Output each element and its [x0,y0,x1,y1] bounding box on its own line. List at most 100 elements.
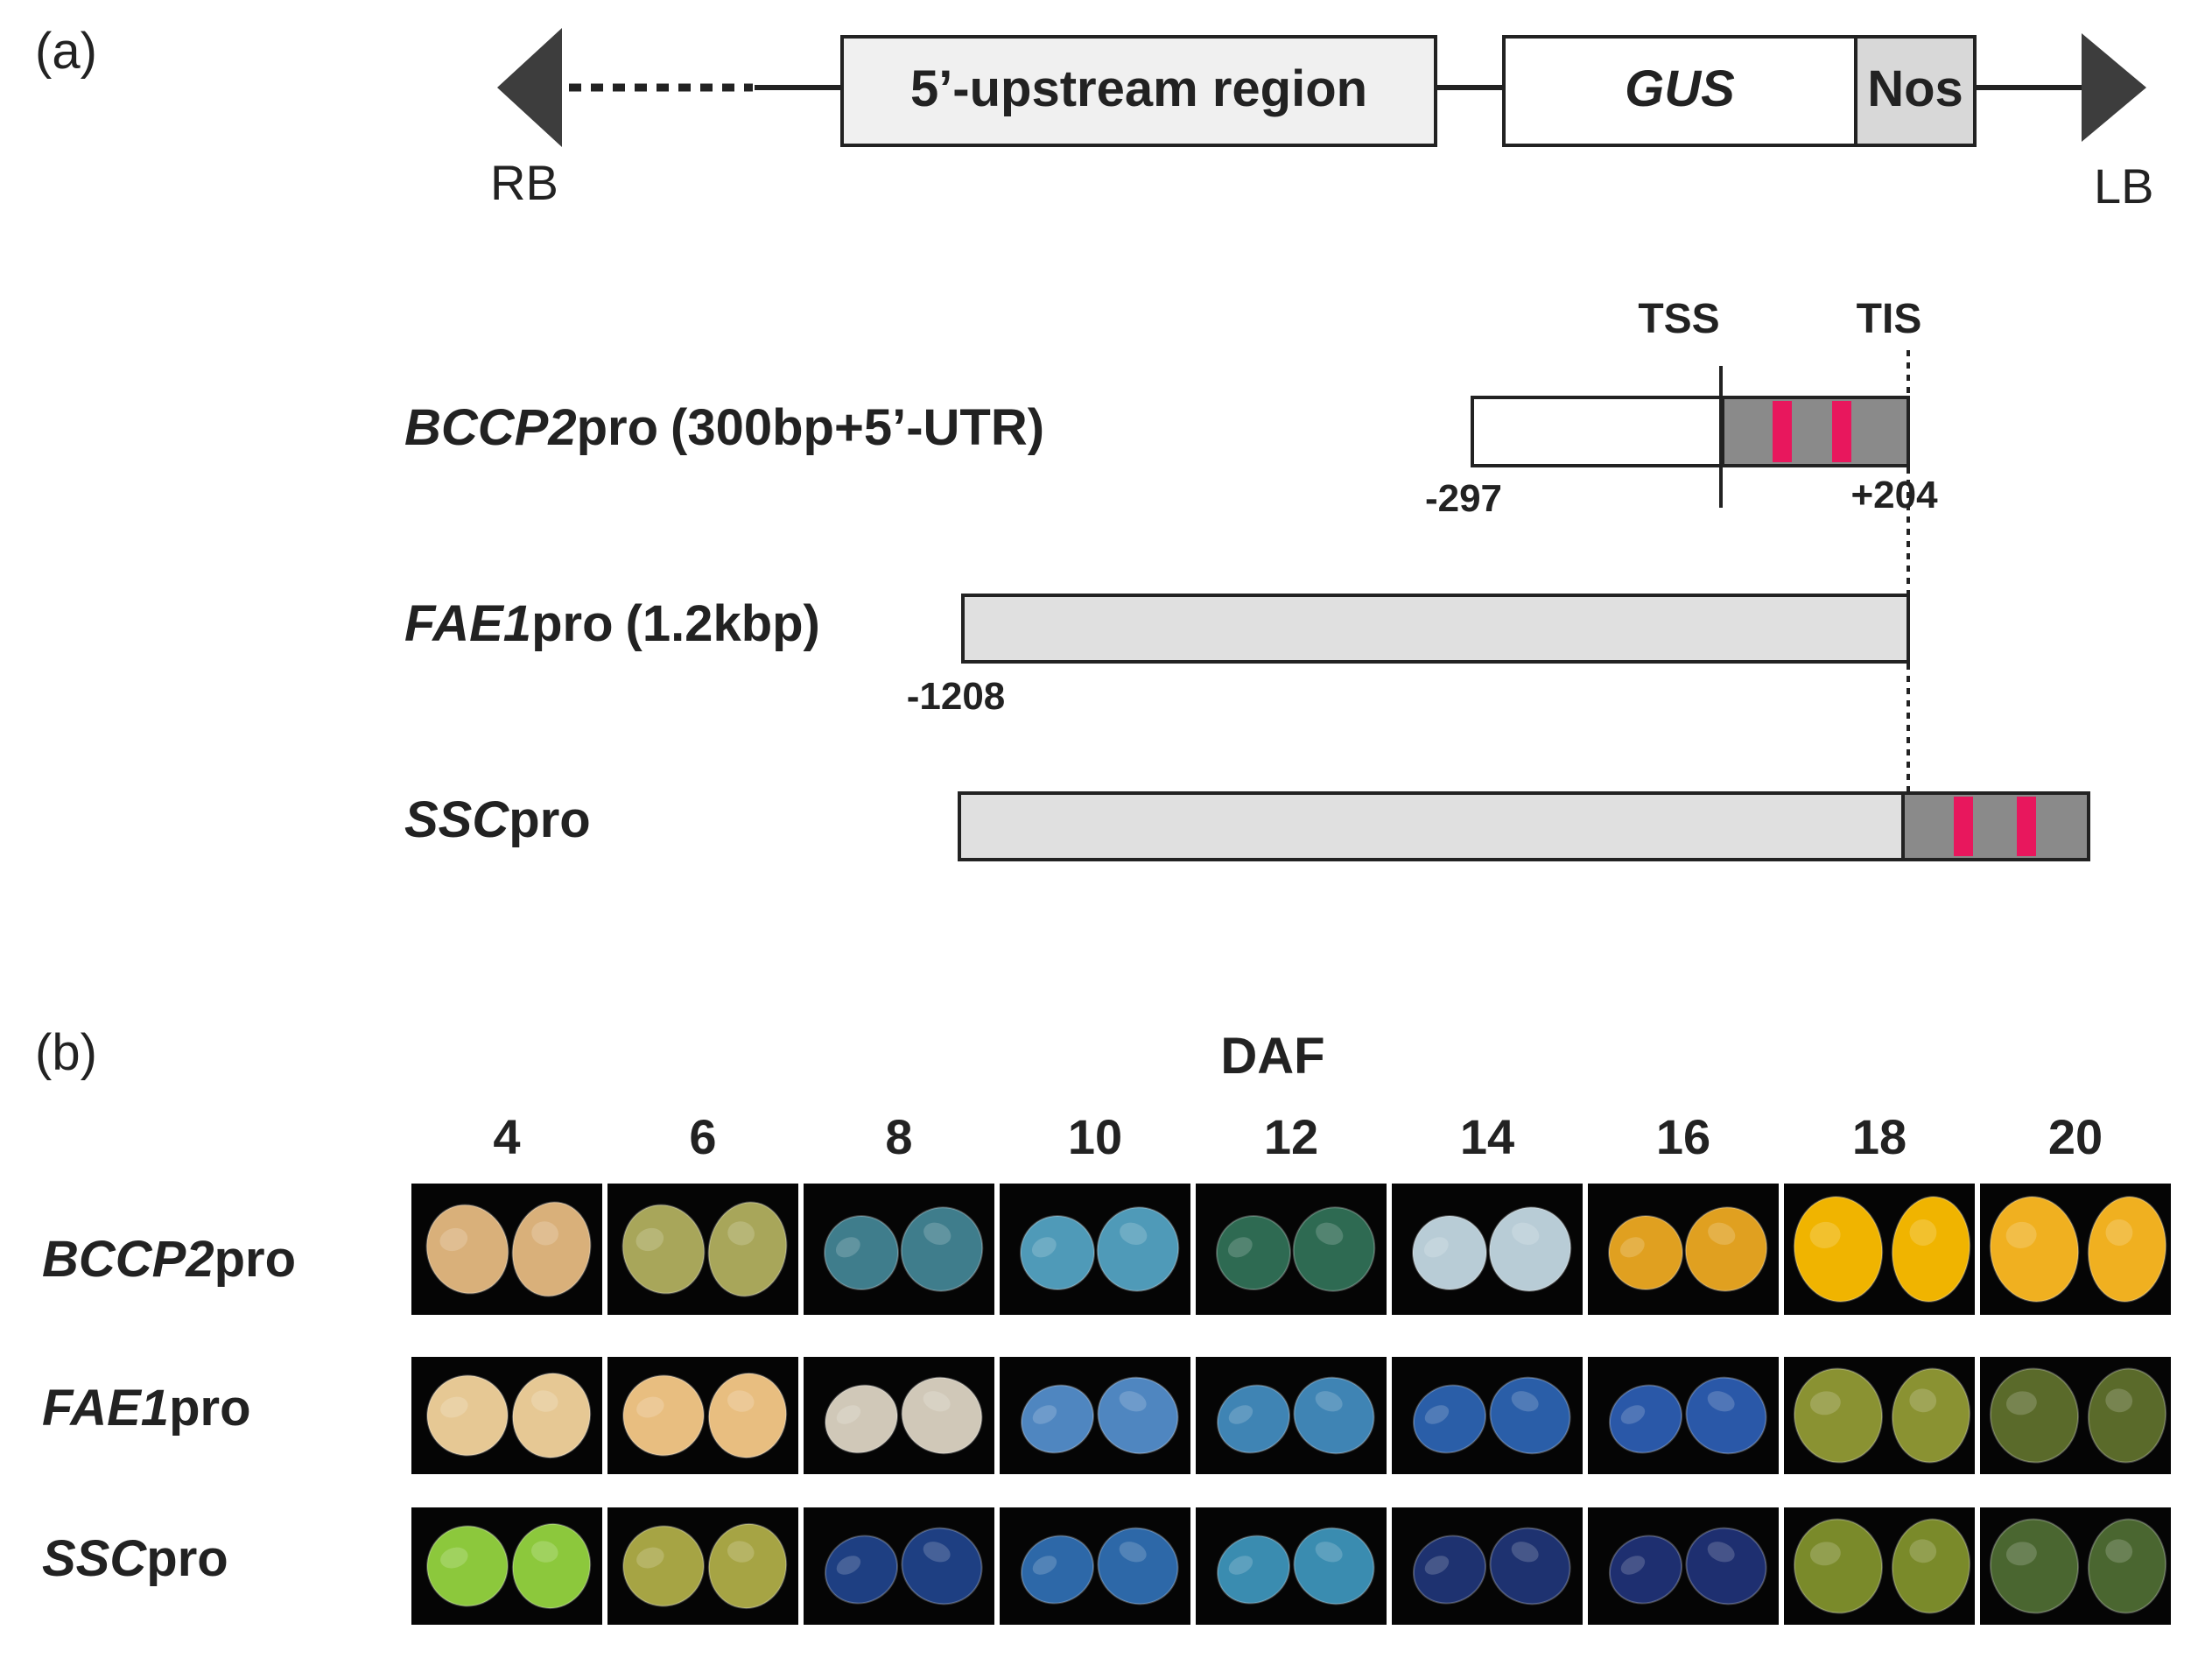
seed-shape [901,1376,983,1455]
seed-shape [1216,1535,1291,1605]
seed-shape [824,1215,899,1290]
promoter-region-box [961,594,1910,664]
seed-highlight [1315,1542,1343,1563]
seed-highlight [1708,1222,1736,1245]
seed-highlight [1512,1222,1540,1245]
seed-highlight [727,1390,755,1412]
seed-shape [1488,1206,1572,1292]
day-label: 4 [493,1109,520,1164]
seed-shape [1096,1206,1180,1292]
seed-shape [1608,1215,1683,1290]
seed-shape [707,1372,788,1459]
seed-highlight [2105,1219,2133,1246]
promoter-name: FAE1pro(1.2kbp) [404,595,820,652]
row-label-gene: BCCP2 [42,1231,214,1288]
seed-highlight [1619,1237,1645,1258]
seed-shape [1097,1527,1179,1605]
tis-label: TIS [1857,296,1922,342]
seed-highlight [1119,1542,1147,1563]
utr-region-box [1901,791,2090,861]
seed-highlight [2105,1539,2133,1563]
seed-highlight [1032,1405,1057,1424]
promoter-name-suffix: pro [577,399,658,456]
seed-highlight [1423,1237,1449,1258]
seed-shape [1216,1384,1291,1454]
seed-highlight [1119,1391,1147,1412]
seed-highlight [836,1405,861,1424]
seed-shape [1793,1196,1884,1303]
seed-highlight [439,1227,468,1252]
seed-shape [1293,1376,1375,1455]
seed-shape [900,1206,984,1292]
lb-label: LB [2094,158,2154,214]
seed-highlight [440,1396,468,1418]
promoter-name-suffix: pro [509,791,590,848]
seed-photo-tile [1980,1357,2171,1474]
seed-shape [1989,1518,2080,1614]
panel-b-label: (b) [35,1024,97,1081]
seed-shape [2087,1518,2167,1614]
seed-highlight [1120,1222,1148,1245]
seed-photo-tile [1196,1184,1387,1315]
seed-highlight [1707,1542,1735,1563]
seed-shape [622,1525,705,1607]
seed-shape [1793,1518,1884,1614]
seed-highlight [1227,1237,1253,1258]
seed-photo-tile [1588,1357,1779,1474]
seed-shape [2087,1196,2167,1303]
day-label: 8 [885,1109,912,1164]
seed-photo-tile [1196,1357,1387,1474]
promoter-detail: (1.2kbp) [626,595,820,652]
seed-shape [824,1535,899,1605]
seed-shape [1891,1518,1971,1614]
seed-highlight [1909,1219,1937,1246]
day-label: 14 [1460,1109,1514,1164]
promoter-start-label: -297 [1425,477,1502,520]
seed-shape [1293,1527,1375,1605]
seed-shape [1020,1384,1095,1454]
seed-shape [1489,1376,1571,1455]
seed-shape [1891,1196,1971,1303]
seed-highlight [727,1221,755,1246]
seed-highlight [923,1542,951,1563]
seed-highlight [1511,1542,1539,1563]
seed-highlight [836,1556,861,1575]
seed-highlight [1809,1542,1841,1566]
seed-photo-tile [804,1357,994,1474]
seed-photo-tile [1000,1357,1190,1474]
upstream-region-box [840,35,1437,147]
seed-shape [1020,1535,1095,1605]
pink-marker [1773,401,1792,462]
seed-shape [2087,1367,2167,1464]
pink-marker [1832,401,1851,462]
seed-highlight [2105,1388,2133,1413]
seed-highlight [923,1391,951,1412]
upstream-region-label: 5’-upstream region [910,60,1367,117]
seed-photo-tile [607,1184,798,1315]
seed-shape [622,1374,705,1457]
seed-photo-tile [1392,1184,1583,1315]
seed-shape [1989,1367,2080,1464]
seed-shape [1412,1215,1487,1290]
pink-marker [2017,797,2036,856]
seed-photo-tile [411,1184,602,1315]
seed-photo-tile [1784,1357,1975,1474]
seed-photo-tile [804,1507,994,1625]
seed-photo-tile [1000,1184,1190,1315]
seed-highlight [1620,1556,1646,1575]
nos-label: Nos [1867,60,1963,117]
promoter-name-gene: SSC [404,791,509,848]
seed-highlight [440,1547,468,1569]
seed-shape [1097,1376,1179,1455]
seed-highlight [2005,1542,2037,1566]
seed-shape [1489,1527,1571,1605]
seed-shape [1685,1376,1767,1455]
seed-photo-tile [607,1357,798,1474]
t-dna-construct: RB 5’-upstream region GUS Nos LB [490,28,2154,214]
row-label: SSCpro [42,1530,228,1587]
lb-arrow-icon [2082,33,2146,142]
seed-shape [426,1525,509,1607]
row-label-suffix: pro [146,1530,228,1587]
row-label-suffix: pro [214,1231,296,1288]
seed-shape [1608,1384,1683,1454]
